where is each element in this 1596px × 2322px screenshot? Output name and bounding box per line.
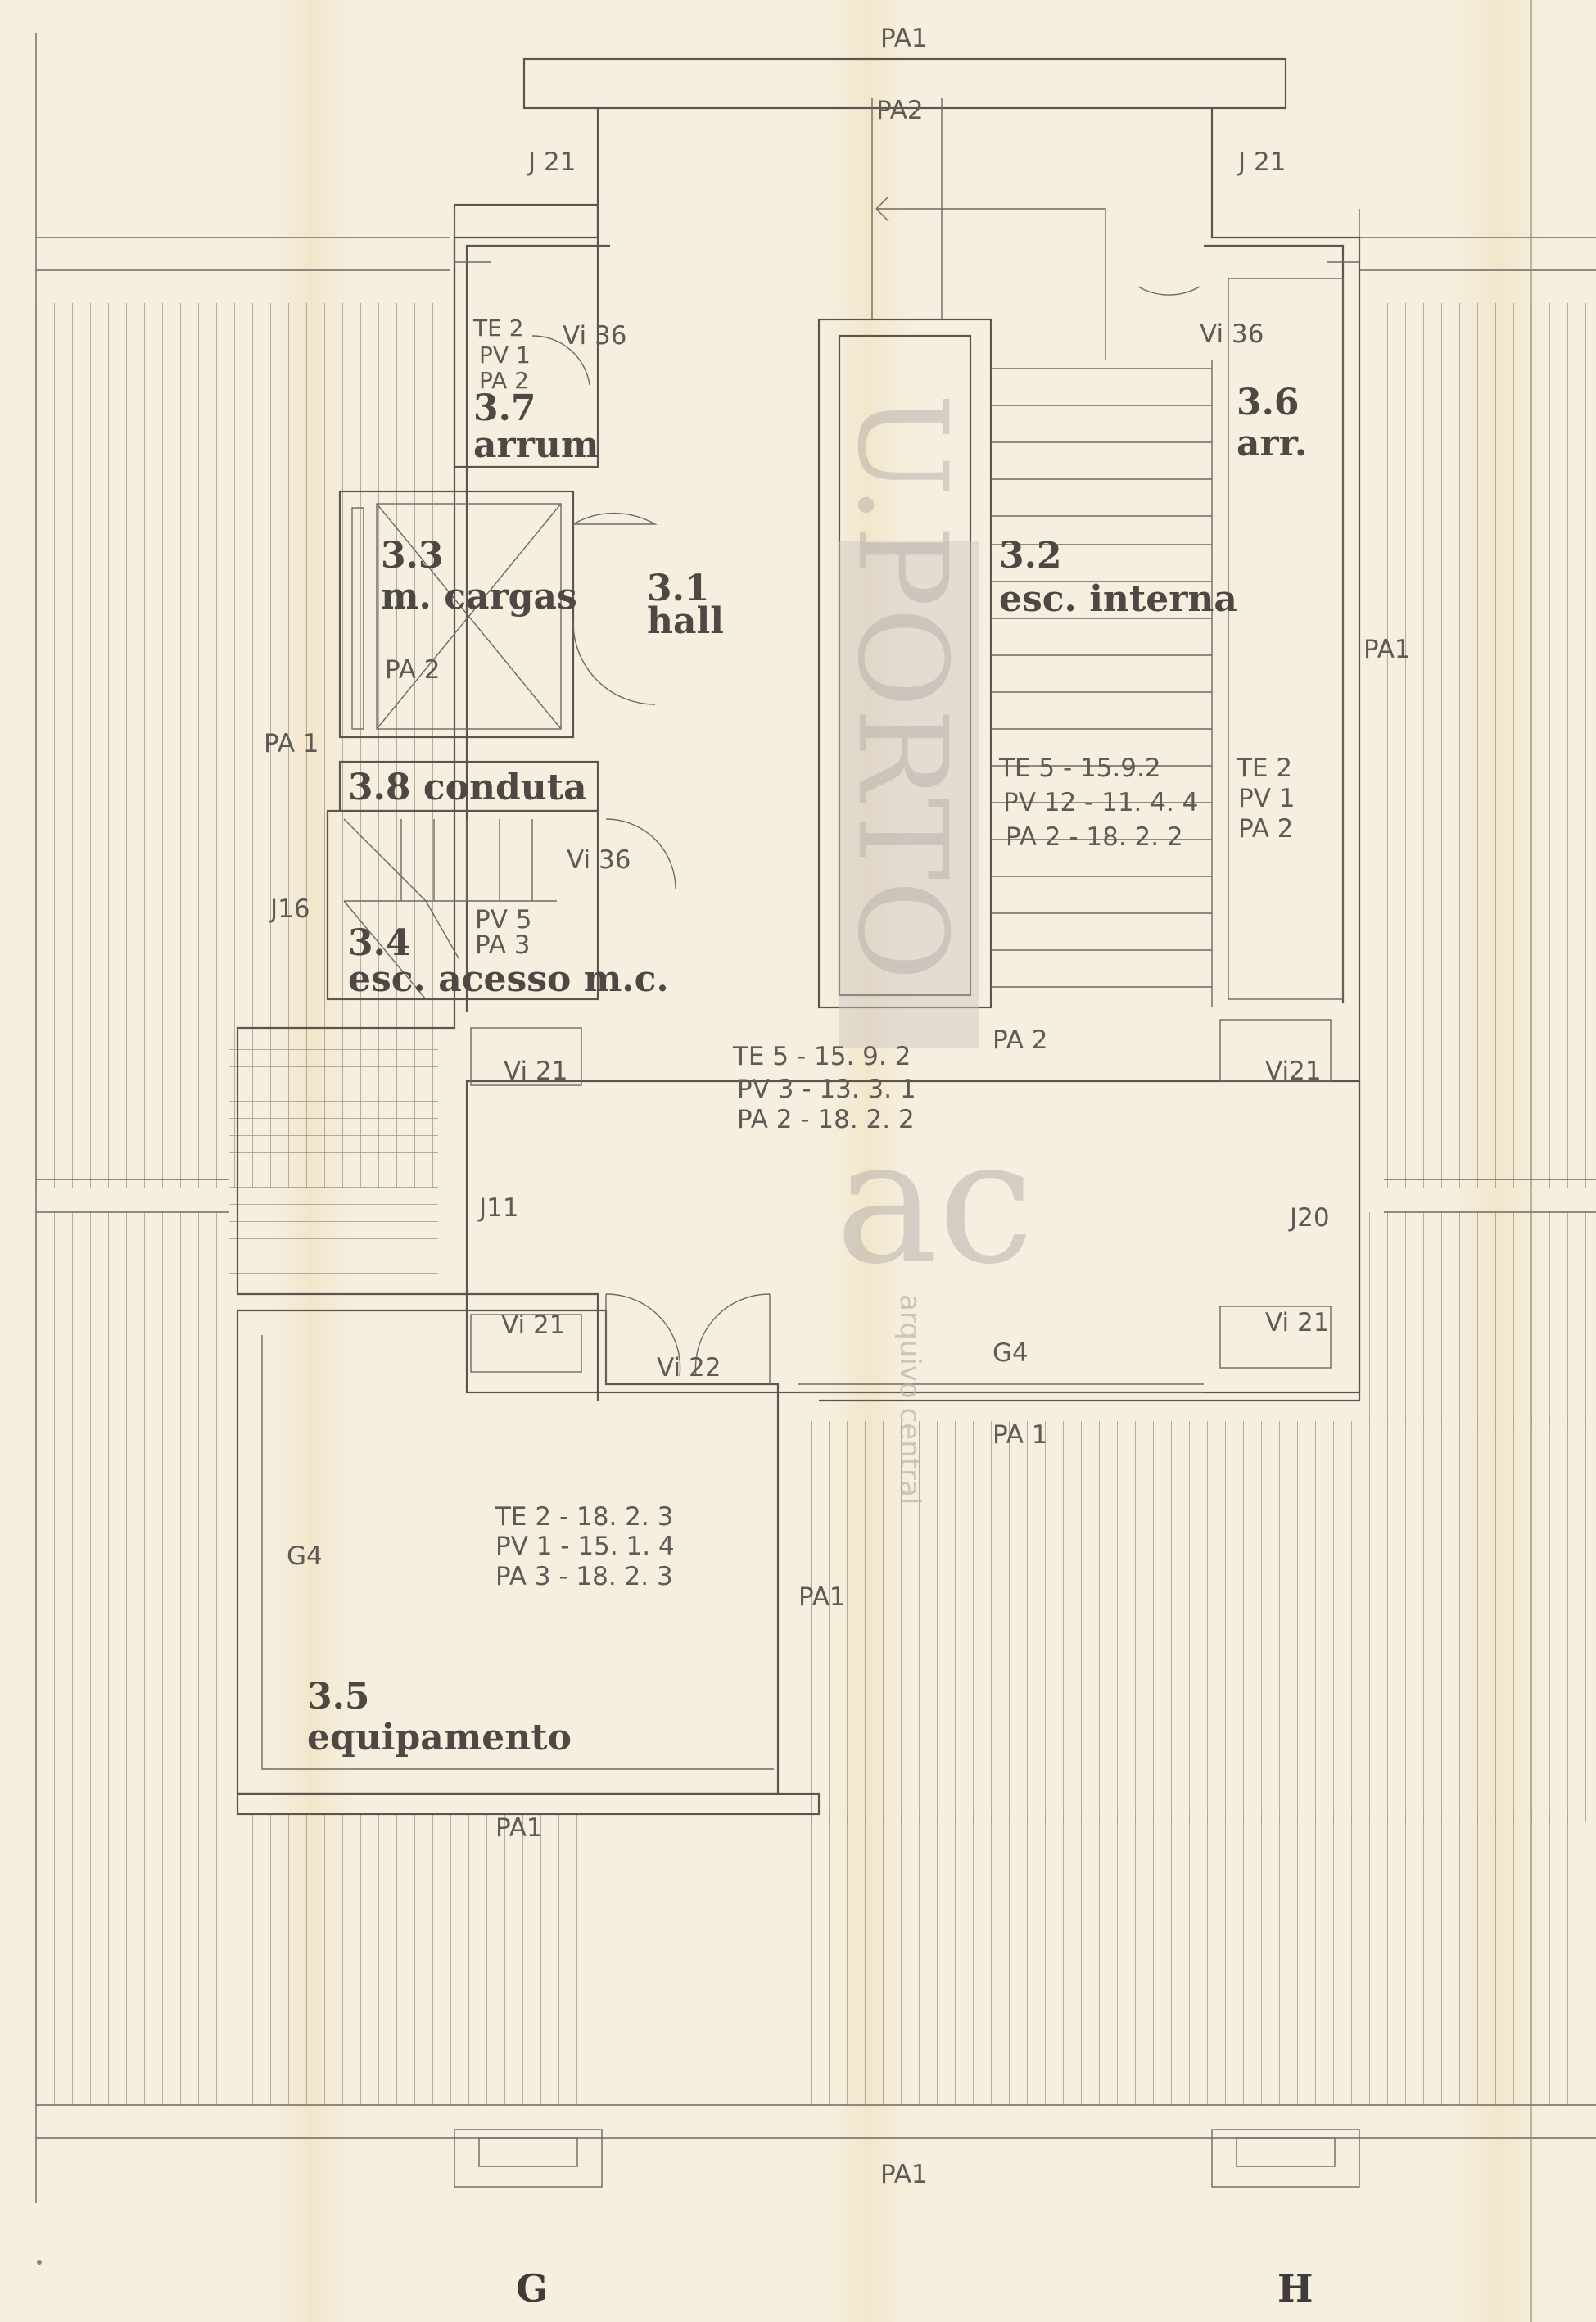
watermark-logo: ac — [835, 1102, 1034, 1302]
room-3-3-number: 3.3 — [381, 535, 444, 577]
room-3-1-name: hall — [647, 600, 724, 642]
code-label: PA 2 — [1238, 814, 1294, 844]
room-3-3-name: m. cargas — [381, 576, 577, 618]
room-3-2-name: esc. interna — [999, 578, 1237, 620]
code-label: PA1 — [798, 1582, 846, 1612]
axis-label-g: G — [516, 2266, 548, 2311]
code-label: G4 — [287, 1541, 323, 1571]
code-label: TE 2 — [1236, 754, 1292, 783]
code-label: PA 2 - 18. 2. 2 — [737, 1105, 915, 1134]
code-label: PV 12 - 11. 4. 4 — [1003, 788, 1198, 817]
code-label: PA1 — [880, 2160, 928, 2189]
code-label: Vi 21 — [504, 1057, 567, 1086]
room-3-4-name: esc. acesso m.c. — [348, 958, 669, 1000]
code-label: J20 — [1288, 1203, 1330, 1233]
code-label: Vi21 — [1265, 1057, 1322, 1086]
code-label: Vi 36 — [567, 845, 631, 875]
code-label: PA1 — [1363, 635, 1411, 664]
room-3-7-name: arrum — [473, 424, 599, 466]
code-label: PV 3 - 13. 3. 1 — [737, 1075, 916, 1104]
code-label: PA 1 — [264, 729, 319, 758]
code-label: TE 2 - 18. 2. 3 — [495, 1502, 673, 1532]
room-3-2-number: 3.2 — [999, 535, 1062, 577]
code-label: TE 5 - 15.9.2 — [998, 754, 1161, 783]
room-3-1-number: 3.1 — [647, 568, 710, 609]
room-3-5-name: equipamento — [307, 1717, 572, 1758]
code-label: J 21 — [1237, 147, 1286, 177]
code-label: Vi 36 — [563, 321, 626, 351]
room-3-5-number: 3.5 — [307, 1676, 370, 1718]
code-label: PA1 — [495, 1813, 543, 1843]
room-3-4-number: 3.4 — [348, 922, 411, 964]
code-label: J 21 — [527, 147, 576, 177]
code-label: PV 1 - 15. 1. 4 — [495, 1532, 675, 1561]
code-label: PA1 — [880, 24, 928, 53]
code-label: Vi 22 — [657, 1353, 721, 1383]
room-3-8-label: 3.8 conduta — [348, 767, 587, 808]
code-label: Vi 21 — [1265, 1308, 1329, 1338]
code-label: PV 5 — [475, 905, 531, 935]
room-3-6-name: arr. — [1237, 423, 1307, 464]
code-label: TE 5 - 15. 9. 2 — [732, 1042, 911, 1071]
watermark-caption: arquivo central — [893, 1294, 926, 1505]
annotation-codes: PA1 PA2 J 21 J 21 Vi 36 Vi 36 TE 2 PV 1 … — [264, 24, 1411, 2189]
code-label: PA 3 — [475, 930, 531, 960]
roof-hatching — [35, 0, 1596, 2322]
code-label: PA 2 - 18. 2. 2 — [1006, 822, 1183, 852]
code-label: PA 1 — [992, 1420, 1048, 1450]
code-label: PV 1 — [479, 342, 531, 369]
paper-speck — [37, 2260, 42, 2265]
code-label: J11 — [477, 1193, 519, 1223]
code-label: PA 2 — [479, 367, 529, 394]
code-label: TE 2 — [472, 315, 524, 342]
room-3-7-number: 3.7 — [473, 387, 536, 429]
watermark: U.PORTO ac arquivo central — [830, 393, 1034, 1505]
code-label: G4 — [992, 1338, 1029, 1368]
core-walls — [236, 57, 1361, 2188]
code-label: Vi 21 — [501, 1310, 565, 1340]
axis-label-h: H — [1277, 2266, 1313, 2311]
watermark-text: U.PORTO — [830, 393, 973, 981]
room-labels: 3.2 esc. interna 3.3 m. cargas 3.1 hall … — [307, 382, 1307, 1758]
code-label: PA 2 — [385, 655, 441, 685]
code-label: PA 3 - 18. 2. 3 — [495, 1562, 673, 1591]
code-label: PA2 — [876, 96, 924, 125]
code-label: Vi 36 — [1200, 319, 1264, 349]
room-3-6-number: 3.6 — [1237, 382, 1300, 423]
code-label: PV 1 — [1238, 784, 1295, 813]
code-label: PA 2 — [992, 1025, 1048, 1055]
code-label: J16 — [269, 894, 310, 924]
